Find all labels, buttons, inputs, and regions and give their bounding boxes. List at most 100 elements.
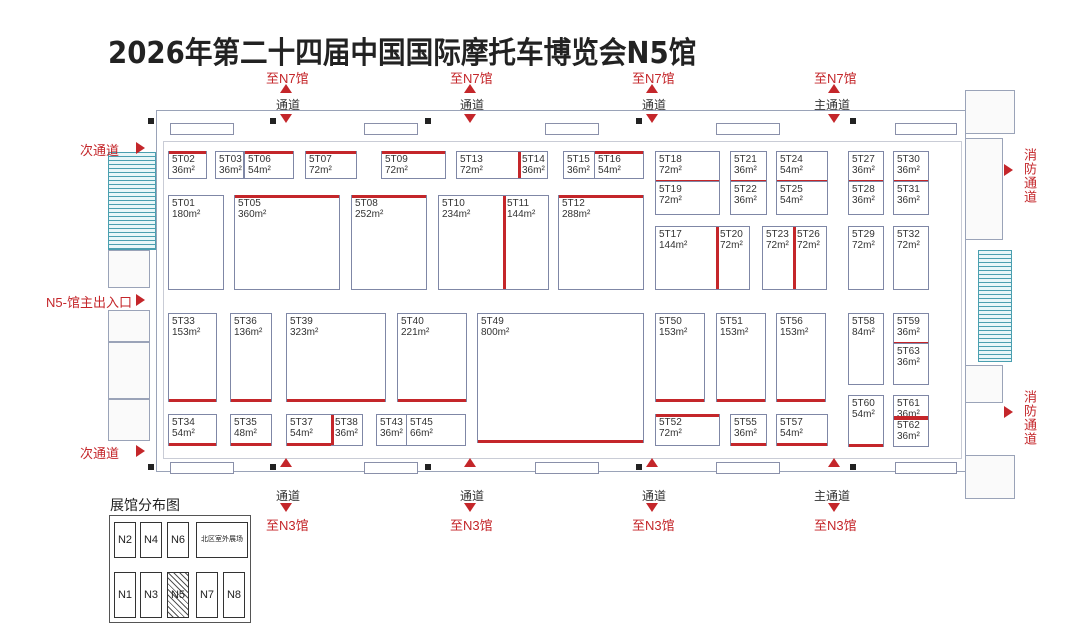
booth-opening-line [169, 443, 216, 446]
booth-id: 5T40 [401, 316, 424, 327]
page-title: 2026年第二十四届中国国际摩托车博览会N5馆 [108, 36, 697, 71]
booth-opening-line [777, 443, 827, 446]
to-n7-label: 至N7馆 [632, 71, 675, 86]
booth-area: 48m² [234, 428, 257, 439]
booth-opening-line [656, 399, 704, 402]
booth-id: 5T08 [355, 198, 378, 209]
booth-area: 54m² [248, 165, 271, 176]
top-strip [170, 123, 234, 135]
booth-id: 5T22 [734, 184, 757, 195]
booth-area: 360m² [238, 209, 267, 220]
west-room-1 [108, 250, 150, 288]
passage-label: 通道 [642, 489, 667, 503]
top-strip [364, 123, 418, 135]
passage-label: 通道 [276, 489, 301, 503]
booth-id: 5T31 [897, 184, 920, 195]
booth-id: 5T26 [797, 229, 820, 240]
booth-id: 5T51 [720, 316, 743, 327]
booth-area: 136m² [234, 327, 263, 338]
booth-area: 72m² [897, 240, 920, 251]
booth-id: 5T55 [734, 417, 757, 428]
booth-area: 323m² [290, 327, 319, 338]
legend-hall: N1 [114, 572, 136, 618]
booth-opening-line [478, 440, 643, 443]
booth-opening-line [777, 399, 825, 402]
booth-id: 5T35 [234, 417, 257, 428]
booth-area: 36m² [897, 327, 920, 338]
legend-hall: N3 [140, 572, 162, 618]
booth-area: 36m² [897, 195, 920, 206]
to-n3-label: 至N3馆 [814, 518, 857, 533]
booth-area: 54m² [780, 165, 803, 176]
booth-area: 36m² [219, 165, 242, 176]
booth-id: 5T38 [335, 417, 358, 428]
booth-id: 5T52 [659, 417, 682, 428]
booth-opening-line [287, 443, 331, 446]
booth-area: 72m² [659, 165, 682, 176]
booth-id: 5T49 [481, 316, 504, 327]
to-n7-label: 至N7馆 [450, 71, 493, 86]
top-strip [716, 123, 780, 135]
booth-id: 5T11 [507, 198, 530, 209]
booth-area: 36m² [172, 165, 195, 176]
booth-id: 5T62 [897, 420, 920, 431]
booth-id: 5T36 [234, 316, 257, 327]
passage-label: 通道 [276, 98, 301, 112]
booth-id: 5T05 [238, 198, 261, 209]
booth-area: 72m² [460, 165, 483, 176]
booth-opening-line [306, 151, 356, 154]
booth-opening-line [559, 195, 643, 198]
booth-id: 5T58 [852, 316, 875, 327]
booth-id: 5T06 [248, 154, 271, 165]
bottom-strip [535, 462, 599, 474]
booth-area: 72m² [797, 240, 820, 251]
booth-id: 5T56 [780, 316, 803, 327]
booth-id: 5T39 [290, 316, 313, 327]
bottom-strip [170, 462, 234, 474]
passage-label: 通道 [460, 489, 485, 503]
booth-area: 36m² [852, 165, 875, 176]
booth-area: 180m² [172, 209, 201, 220]
booth-id: 5T30 [897, 154, 920, 165]
legend-hall: N4 [140, 522, 162, 558]
booth-id: 5T20 [720, 229, 743, 240]
booth-opening-line [231, 443, 271, 446]
booth-area: 54m² [172, 428, 195, 439]
booth-area: 234m² [442, 209, 471, 220]
bottom-strip [895, 462, 957, 474]
west-room-2 [108, 310, 150, 342]
booth-area: 36m² [380, 428, 403, 439]
booth-area: 54m² [290, 428, 313, 439]
booth-area: 54m² [780, 195, 803, 206]
to-n3-label: 至N3馆 [266, 518, 309, 533]
booth-id: 5T09 [385, 154, 408, 165]
west-room-3 [108, 342, 150, 399]
exhibit-area [163, 141, 962, 459]
booth-area: 54m² [852, 409, 875, 420]
to-n3-label: 至N3馆 [450, 518, 493, 533]
